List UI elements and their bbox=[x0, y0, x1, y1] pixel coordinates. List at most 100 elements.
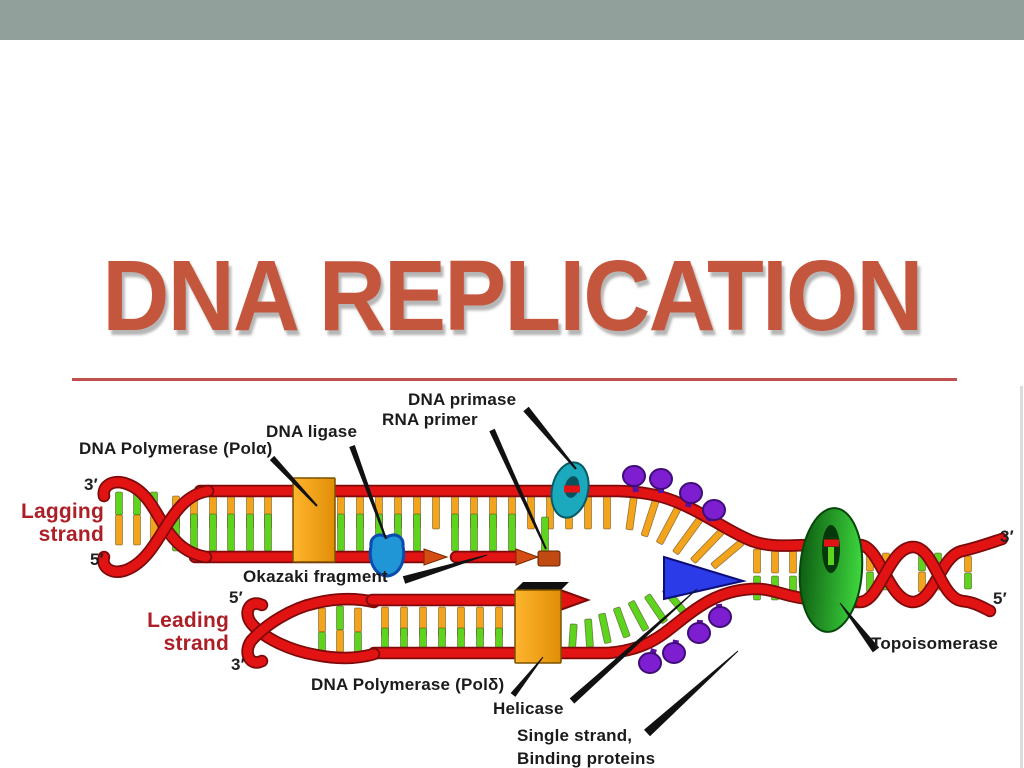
label-leading-line2: strand bbox=[163, 632, 229, 655]
label-lagging-strand: Lagging strand bbox=[8, 500, 104, 546]
dna-polymerase-delta-top bbox=[515, 582, 569, 590]
base-rung bbox=[508, 513, 516, 552]
base-rung bbox=[771, 548, 779, 574]
base-rung bbox=[318, 607, 326, 633]
label-dna-primase: DNA primase bbox=[408, 390, 517, 409]
right-edge-sliver bbox=[1020, 386, 1023, 768]
base-rung bbox=[337, 513, 345, 552]
pointer-pol-alpha bbox=[269, 455, 318, 507]
label-leading-line1: Leading bbox=[147, 609, 229, 632]
label-rna-primer: RNA primer bbox=[382, 410, 478, 429]
label-leading-strand: Leading strand bbox=[133, 609, 229, 655]
base-rung bbox=[336, 629, 344, 653]
rna-primer-anchor bbox=[537, 550, 561, 567]
base-rung bbox=[381, 627, 389, 651]
base-rung bbox=[133, 514, 141, 546]
label-helicase: Helicase bbox=[493, 699, 564, 718]
base-rung bbox=[115, 514, 123, 546]
base-rung bbox=[489, 513, 497, 552]
dna-ligase-blob bbox=[368, 533, 406, 578]
label-dna-ligase: DNA ligase bbox=[266, 422, 358, 441]
ssb-protein-blob bbox=[702, 499, 726, 521]
base-rung bbox=[318, 631, 326, 653]
label-single-strand-line2: Binding proteins bbox=[517, 748, 656, 768]
fork-rung bbox=[640, 498, 660, 538]
base-rung bbox=[476, 627, 484, 651]
template-rung bbox=[584, 618, 594, 648]
label-topoisomerase: Topoisomerase bbox=[871, 634, 998, 653]
ssb-protein-blob bbox=[687, 622, 711, 644]
label-single-strand-line1: Single strand, bbox=[517, 726, 633, 745]
label-lagging-5prime: 5′ bbox=[90, 550, 104, 569]
base-rung bbox=[438, 627, 446, 651]
base-rung bbox=[264, 513, 272, 552]
label-lagging-line1: Lagging bbox=[20, 500, 104, 523]
template-rung bbox=[613, 606, 631, 639]
parental-helix-ribbon bbox=[855, 542, 995, 616]
fragment-arrowhead bbox=[423, 548, 449, 566]
slide-top-bar bbox=[0, 0, 1024, 40]
rna-primer-rung bbox=[541, 516, 549, 556]
fork-rung bbox=[672, 517, 703, 555]
pointer-ssb bbox=[644, 650, 739, 737]
pointer-pol-delta bbox=[510, 656, 544, 697]
base-rung bbox=[495, 627, 503, 651]
ssb-protein-blob bbox=[708, 606, 732, 628]
base-rung bbox=[115, 491, 123, 516]
label-okazaki-fragment: Okazaki fragment bbox=[243, 567, 388, 586]
label-dna-polymerase-alpha: DNA Polymerase (Polα) bbox=[79, 439, 273, 458]
label-right-5prime: 5′ bbox=[993, 589, 1007, 608]
template-rung bbox=[598, 612, 612, 644]
base-rung bbox=[457, 627, 465, 651]
dna-polymerase-alpha-block bbox=[292, 477, 336, 563]
base-rung bbox=[209, 513, 217, 552]
fork-rung bbox=[625, 495, 638, 531]
lagging-template-strand bbox=[195, 486, 865, 551]
slide-title: DNA REPLICATION bbox=[102, 240, 923, 352]
label-dna-polymerase-delta: DNA Polymerase (Polδ) bbox=[311, 675, 505, 694]
base-rung bbox=[356, 513, 364, 552]
label-leading-3prime: 3′ bbox=[231, 655, 245, 674]
ssb-protein-blob bbox=[662, 642, 686, 664]
base-rung bbox=[354, 631, 362, 653]
label-leading-5prime: 5′ bbox=[229, 588, 243, 607]
base-rung bbox=[227, 513, 235, 552]
base-rung bbox=[789, 548, 797, 574]
pointer-okazaki-fragment bbox=[402, 554, 488, 584]
base-rung bbox=[964, 555, 972, 573]
base-rung bbox=[432, 495, 440, 530]
base-rung bbox=[419, 627, 427, 651]
pointer-dna-ligase bbox=[349, 445, 387, 540]
base-rung bbox=[246, 513, 254, 552]
base-rung bbox=[413, 513, 421, 552]
lagging-helix-ribbon bbox=[99, 486, 213, 577]
base-rung bbox=[336, 605, 344, 631]
pointer-rna-primer bbox=[489, 428, 547, 550]
base-rung bbox=[354, 607, 362, 633]
base-rung bbox=[964, 572, 972, 590]
template-rung bbox=[568, 623, 578, 651]
base-rung bbox=[470, 513, 478, 552]
fork-rung bbox=[656, 506, 681, 545]
leading-helix-ribbon bbox=[243, 599, 379, 663]
pointer-dna-primase bbox=[523, 406, 577, 470]
leading-helix-ribbon bbox=[243, 594, 379, 667]
fragment-arrowhead bbox=[515, 548, 540, 566]
base-rung bbox=[603, 495, 611, 530]
ssb-protein-blob bbox=[649, 468, 673, 490]
fork-rung bbox=[710, 539, 745, 569]
helicase-wedge bbox=[663, 555, 747, 601]
ssb-protein-blob bbox=[638, 652, 662, 674]
lagging-helix-ribbon bbox=[99, 477, 211, 562]
label-lagging-line2: strand bbox=[38, 523, 104, 546]
label-single-strand-binding-proteins: Single strand, Binding proteins bbox=[517, 725, 655, 768]
pointer-helicase bbox=[569, 588, 698, 704]
rung-through-topoisomerase bbox=[828, 547, 834, 565]
ssb-protein-blob bbox=[622, 465, 646, 487]
dna-polymerase-delta-block bbox=[514, 589, 562, 664]
base-rung bbox=[753, 548, 761, 574]
dna-replication-diagram bbox=[97, 406, 1009, 737]
template-rung bbox=[628, 600, 649, 632]
label-lagging-3prime: 3′ bbox=[84, 475, 98, 494]
